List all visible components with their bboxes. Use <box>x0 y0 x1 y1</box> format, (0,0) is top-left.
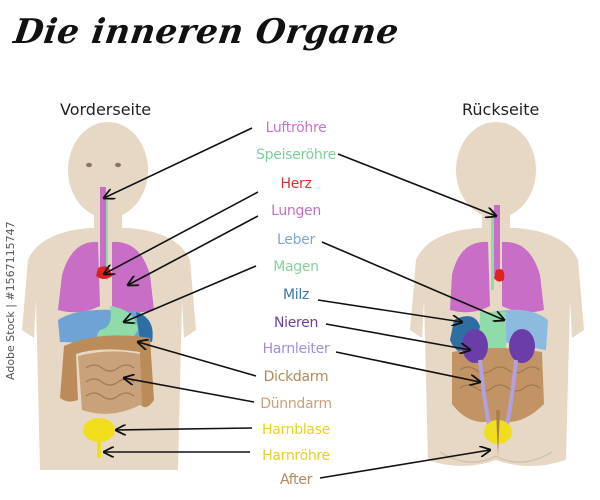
back-view-title: Rückseite <box>462 100 540 119</box>
label-lungen: Lungen <box>271 203 321 219</box>
label-luftroehre: Luftröhre <box>265 120 327 136</box>
stock-watermark: Adobe Stock | #1567115747 <box>4 221 17 380</box>
label-harnroehre: Harnröhre <box>262 448 330 464</box>
label-speiseroehre: Speiseröhre <box>256 147 336 163</box>
pointer-arrows <box>104 127 504 479</box>
label-magen: Magen <box>273 259 319 275</box>
label-harnblase: Harnblase <box>261 422 331 438</box>
label-dickdarm: Dickdarm <box>263 369 329 385</box>
front-view-title: Vorderseite <box>60 100 152 119</box>
front-body <box>22 122 196 470</box>
label-after: After <box>279 472 313 488</box>
label-leber: Leber <box>277 232 315 248</box>
label-herz: Herz <box>280 176 312 192</box>
back-body <box>410 122 584 466</box>
label-milz: Milz <box>282 287 309 303</box>
label-harnleiter: Harnleiter <box>262 341 330 357</box>
label-nieren: Nieren <box>273 315 319 331</box>
label-duenndarm: Dünndarm <box>260 396 332 412</box>
